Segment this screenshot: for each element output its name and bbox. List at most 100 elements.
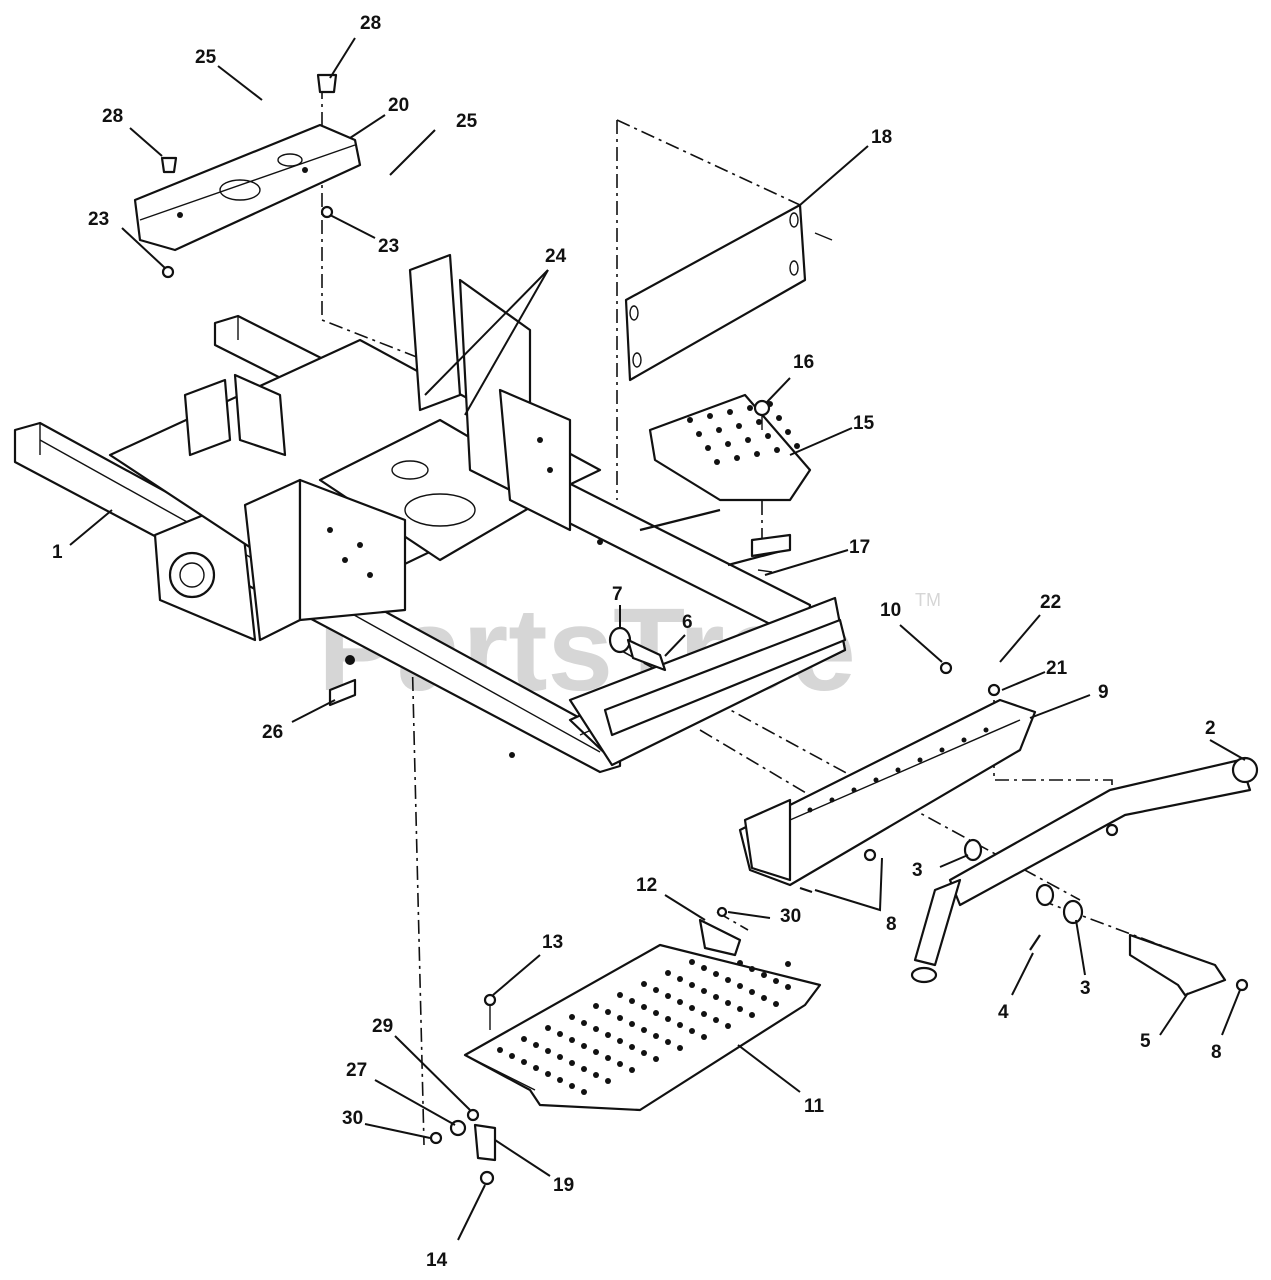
perforation-hole: [677, 999, 683, 1005]
callout-2: 2: [1205, 718, 1216, 739]
callout-8-right: 8: [1211, 1042, 1222, 1063]
perforation-hole: [745, 437, 751, 443]
perforation-hole: [713, 971, 719, 977]
perforation-hole: [557, 1031, 563, 1037]
perforation-hole: [497, 1047, 503, 1053]
perforation-hole: [774, 447, 780, 453]
callout-4: 4: [998, 1002, 1009, 1023]
perforation-hole: [725, 1023, 731, 1029]
callout-9: 9: [1098, 682, 1109, 703]
callout-21: 21: [1046, 658, 1068, 679]
foot-rest: [648, 393, 812, 502]
callout-22: 22: [1040, 592, 1061, 613]
perforation-hole: [707, 413, 713, 419]
callout-15: 15: [853, 413, 875, 434]
perforation-hole: [701, 1011, 707, 1017]
perforation-hole: [593, 1072, 599, 1078]
perforation-hole: [557, 1077, 563, 1083]
perforation-hole: [701, 988, 707, 994]
perforation-hole: [617, 1061, 623, 1067]
perforation-hole: [776, 415, 782, 421]
perforation-hole: [807, 807, 813, 813]
perforation-hole: [641, 981, 647, 987]
perforation-hole: [785, 429, 791, 435]
callout-labels: 28 25 20 25 28 23 23 24 18 16 15 1 17 7 …: [52, 13, 1222, 1271]
perforation-hole: [557, 1054, 563, 1060]
perforation-hole: [689, 959, 695, 965]
perforation-hole: [701, 965, 707, 971]
perforation-hole: [736, 423, 742, 429]
perforation-hole: [665, 1039, 671, 1045]
callout-25-right: 25: [456, 111, 478, 132]
bumper-right: [316, 73, 338, 94]
callout-3-right: 3: [1080, 978, 1091, 999]
seat-support-bracket: [133, 73, 362, 279]
perforation-hole: [829, 797, 835, 803]
perforation-hole: [895, 767, 901, 773]
perforation-hole: [917, 757, 923, 763]
callout-30-right: 30: [780, 906, 801, 927]
perforation-hole: [605, 1078, 611, 1084]
perforation-hole: [593, 1026, 599, 1032]
perforation-hole: [617, 992, 623, 998]
callout-6: 6: [682, 612, 693, 633]
callout-7: 7: [612, 584, 623, 605]
callout-27: 27: [346, 1060, 367, 1081]
perforation-hole: [677, 976, 683, 982]
perforation-hole: [687, 417, 693, 423]
perforation-hole: [873, 777, 879, 783]
perforation-hole: [629, 998, 635, 1004]
perforation-hole: [785, 961, 791, 967]
perforation-hole: [737, 1006, 743, 1012]
perforation-hole: [533, 1042, 539, 1048]
callout-28-left: 28: [102, 106, 123, 127]
callout-1: 1: [52, 542, 63, 563]
perforation-hole: [665, 993, 671, 999]
perforation-hole: [629, 1044, 635, 1050]
callout-17: 17: [849, 537, 870, 558]
perforation-hole: [734, 455, 740, 461]
perforation-hole: [665, 970, 671, 976]
perforation-hole: [569, 1014, 575, 1020]
perforation-hole: [545, 1048, 551, 1054]
leader-lines: [69, 37, 1246, 1241]
floor-plate: [624, 203, 833, 382]
perforation-hole: [725, 1000, 731, 1006]
callout-8-left: 8: [886, 914, 897, 935]
callout-20: 20: [388, 95, 409, 116]
perforation-hole: [641, 1004, 647, 1010]
perforation-hole: [617, 1038, 623, 1044]
perforation-hole: [761, 972, 767, 978]
perforation-hole: [641, 1027, 647, 1033]
perforation-hole: [773, 1001, 779, 1007]
callout-25-top-left: 25: [195, 47, 217, 68]
callout-13: 13: [542, 932, 563, 953]
perforation-hole: [629, 1021, 635, 1027]
callout-28-top-right: 28: [360, 13, 381, 34]
perforation-hole: [653, 1010, 659, 1016]
perforation-hole: [653, 987, 659, 993]
callout-24: 24: [545, 246, 567, 267]
perforation-hole: [689, 1005, 695, 1011]
perforation-hole: [761, 995, 767, 1001]
callout-18: 18: [871, 127, 892, 148]
perforation-hole: [713, 1017, 719, 1023]
perforation-hole: [581, 1020, 587, 1026]
callout-3-left: 3: [912, 860, 923, 881]
perforation-hole: [765, 433, 771, 439]
axle-carrier: [738, 661, 1037, 887]
perforation-hole: [581, 1089, 587, 1095]
perforation-hole: [713, 994, 719, 1000]
perforation-hole: [605, 1055, 611, 1061]
bumper-left: [160, 156, 178, 174]
perforation-hole: [533, 1065, 539, 1071]
perforation-hole: [569, 1083, 575, 1089]
main-frame: [13, 253, 847, 774]
perforation-hole: [754, 451, 760, 457]
axle-pivot-pin: [1128, 933, 1249, 997]
perforation-hole: [593, 1049, 599, 1055]
perforation-hole: [983, 727, 989, 733]
callout-16: 16: [793, 352, 814, 373]
perforation-hole: [677, 1022, 683, 1028]
